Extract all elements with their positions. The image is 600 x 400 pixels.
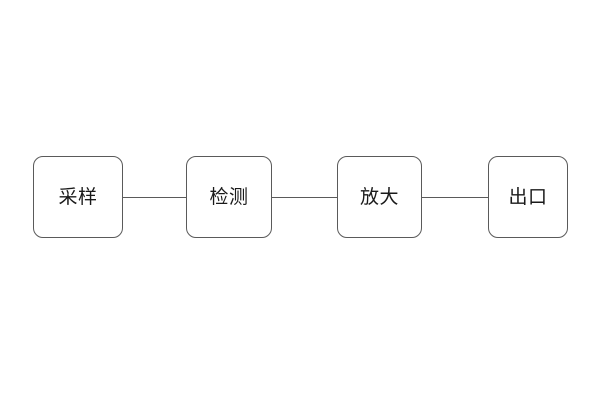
flow-node-detection-label: 检测 [209, 185, 249, 208]
flow-node-detection[interactable]: 检测 [186, 156, 272, 238]
connector-detection-amplification [272, 197, 337, 199]
flow-node-sampling-label: 采样 [58, 185, 98, 208]
connector-amplification-output [422, 197, 488, 199]
flow-node-amplification[interactable]: 放大 [337, 156, 422, 238]
flow-node-output[interactable]: 出口 [488, 156, 568, 238]
flow-node-amplification-label: 放大 [359, 185, 399, 208]
flow-node-sampling[interactable]: 采样 [33, 156, 123, 238]
flow-node-output-label: 出口 [508, 185, 548, 208]
connector-sampling-detection [123, 197, 186, 199]
